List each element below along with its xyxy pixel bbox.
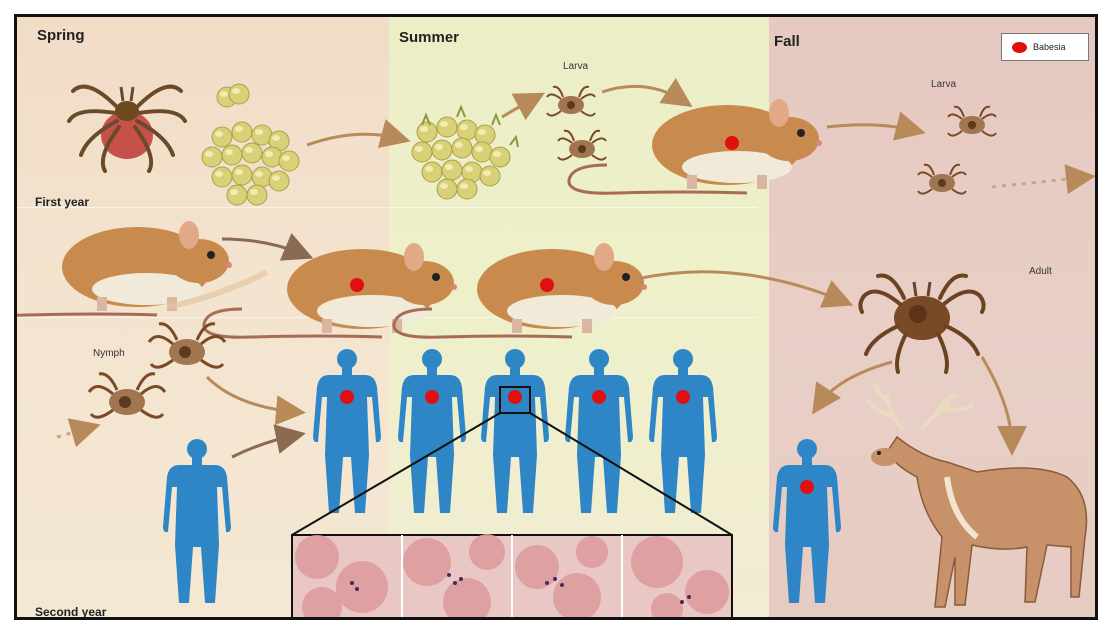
larva-tick-icon-summer-1 — [547, 87, 595, 116]
infected-human-icon-3 — [481, 349, 549, 513]
engorged-female-tick-icon — [69, 87, 185, 171]
nymph-tick-icon-1 — [149, 324, 225, 367]
legend-label: Babesia — [1033, 42, 1066, 52]
tick-egg-cluster-icon — [202, 122, 299, 205]
larva-tick-icon-fall-1 — [948, 107, 996, 136]
stage-label-larva-fall: Larva — [931, 79, 956, 90]
season-label-fall: Fall — [774, 33, 800, 50]
infected-human-icon-5 — [649, 349, 717, 513]
infected-human-fall-icon — [773, 439, 841, 603]
larva-tick-icon-summer-2 — [558, 131, 606, 160]
babesia-life-cycle-diagram: Spring Summer Fall First year Second yea… — [14, 14, 1098, 620]
year-label-second: Second year — [35, 605, 106, 619]
season-label-spring: Spring — [37, 27, 85, 44]
babesia-legend-swatch — [1012, 42, 1027, 53]
year-label-first: First year — [35, 195, 89, 209]
stage-label-larva-summer: Larva — [563, 61, 588, 72]
stage-label-nymph: Nymph — [93, 348, 125, 359]
uninfected-human-icon — [163, 439, 231, 603]
season-label-summer: Summer — [399, 29, 459, 46]
adult-tick-icon — [860, 275, 983, 372]
hatching-egg-cluster-icon — [412, 107, 518, 199]
infected-mouse-icon-1 — [204, 243, 457, 337]
nymph-tick-icon-2 — [89, 374, 165, 417]
larva-tick-icon-fall-2 — [918, 165, 966, 194]
stage-label-adult: Adult — [1029, 266, 1052, 277]
legend-box: Babesia — [1001, 33, 1089, 61]
life-cycle-illustration — [17, 17, 1098, 620]
deer-icon — [869, 385, 1087, 607]
infected-mouse-summer-icon — [569, 99, 822, 193]
infected-human-icon-4 — [565, 349, 633, 513]
blood-smear-micrograph-panel — [292, 534, 732, 620]
infected-human-icon-2 — [398, 349, 466, 513]
